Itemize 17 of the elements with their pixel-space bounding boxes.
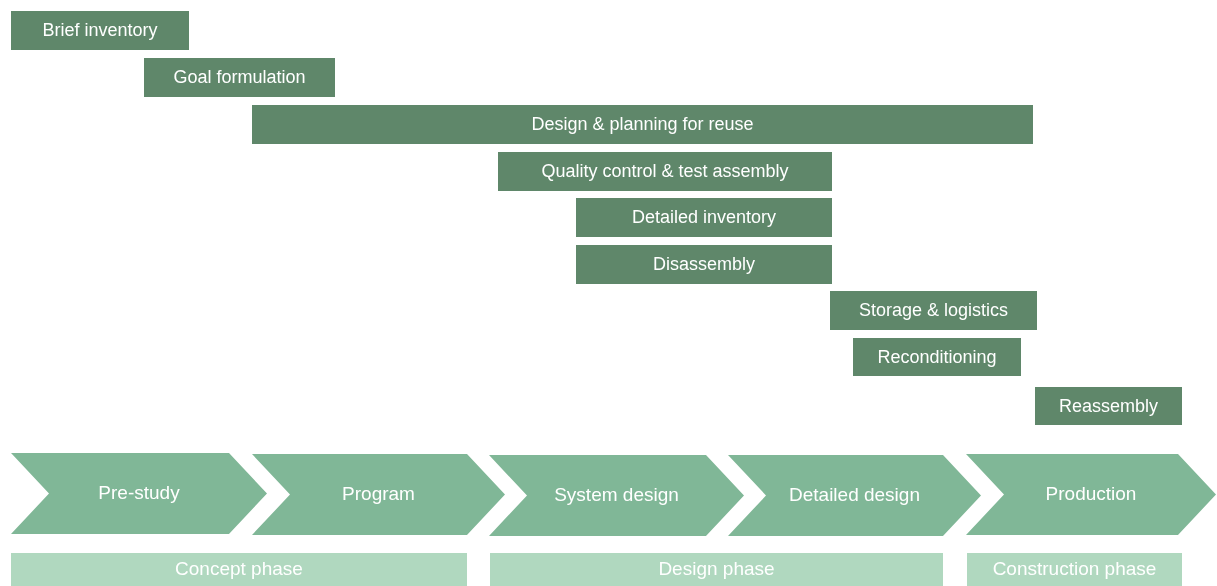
task-bar: Design & planning for reuse (252, 105, 1033, 144)
task-bar: Reassembly (1035, 387, 1182, 425)
step-label: System design (554, 483, 679, 508)
task-bar: Disassembly (576, 245, 832, 284)
task-bar: Reconditioning (853, 338, 1021, 376)
step-label: Detailed design (789, 483, 920, 508)
task-bar: Detailed inventory (576, 198, 832, 237)
step-label: Program (342, 482, 415, 507)
step-label: Production (1045, 482, 1137, 507)
phase-band: Design phase (490, 553, 943, 586)
step-label: Pre-study (98, 481, 180, 506)
task-bar: Quality control & test assembly (498, 152, 832, 191)
phase-band: Concept phase (11, 553, 467, 586)
task-bar: Storage & logistics (830, 291, 1037, 330)
task-bar: Goal formulation (144, 58, 335, 97)
phase-band: Construction phase (967, 553, 1182, 586)
task-bar: Brief inventory (11, 11, 189, 50)
